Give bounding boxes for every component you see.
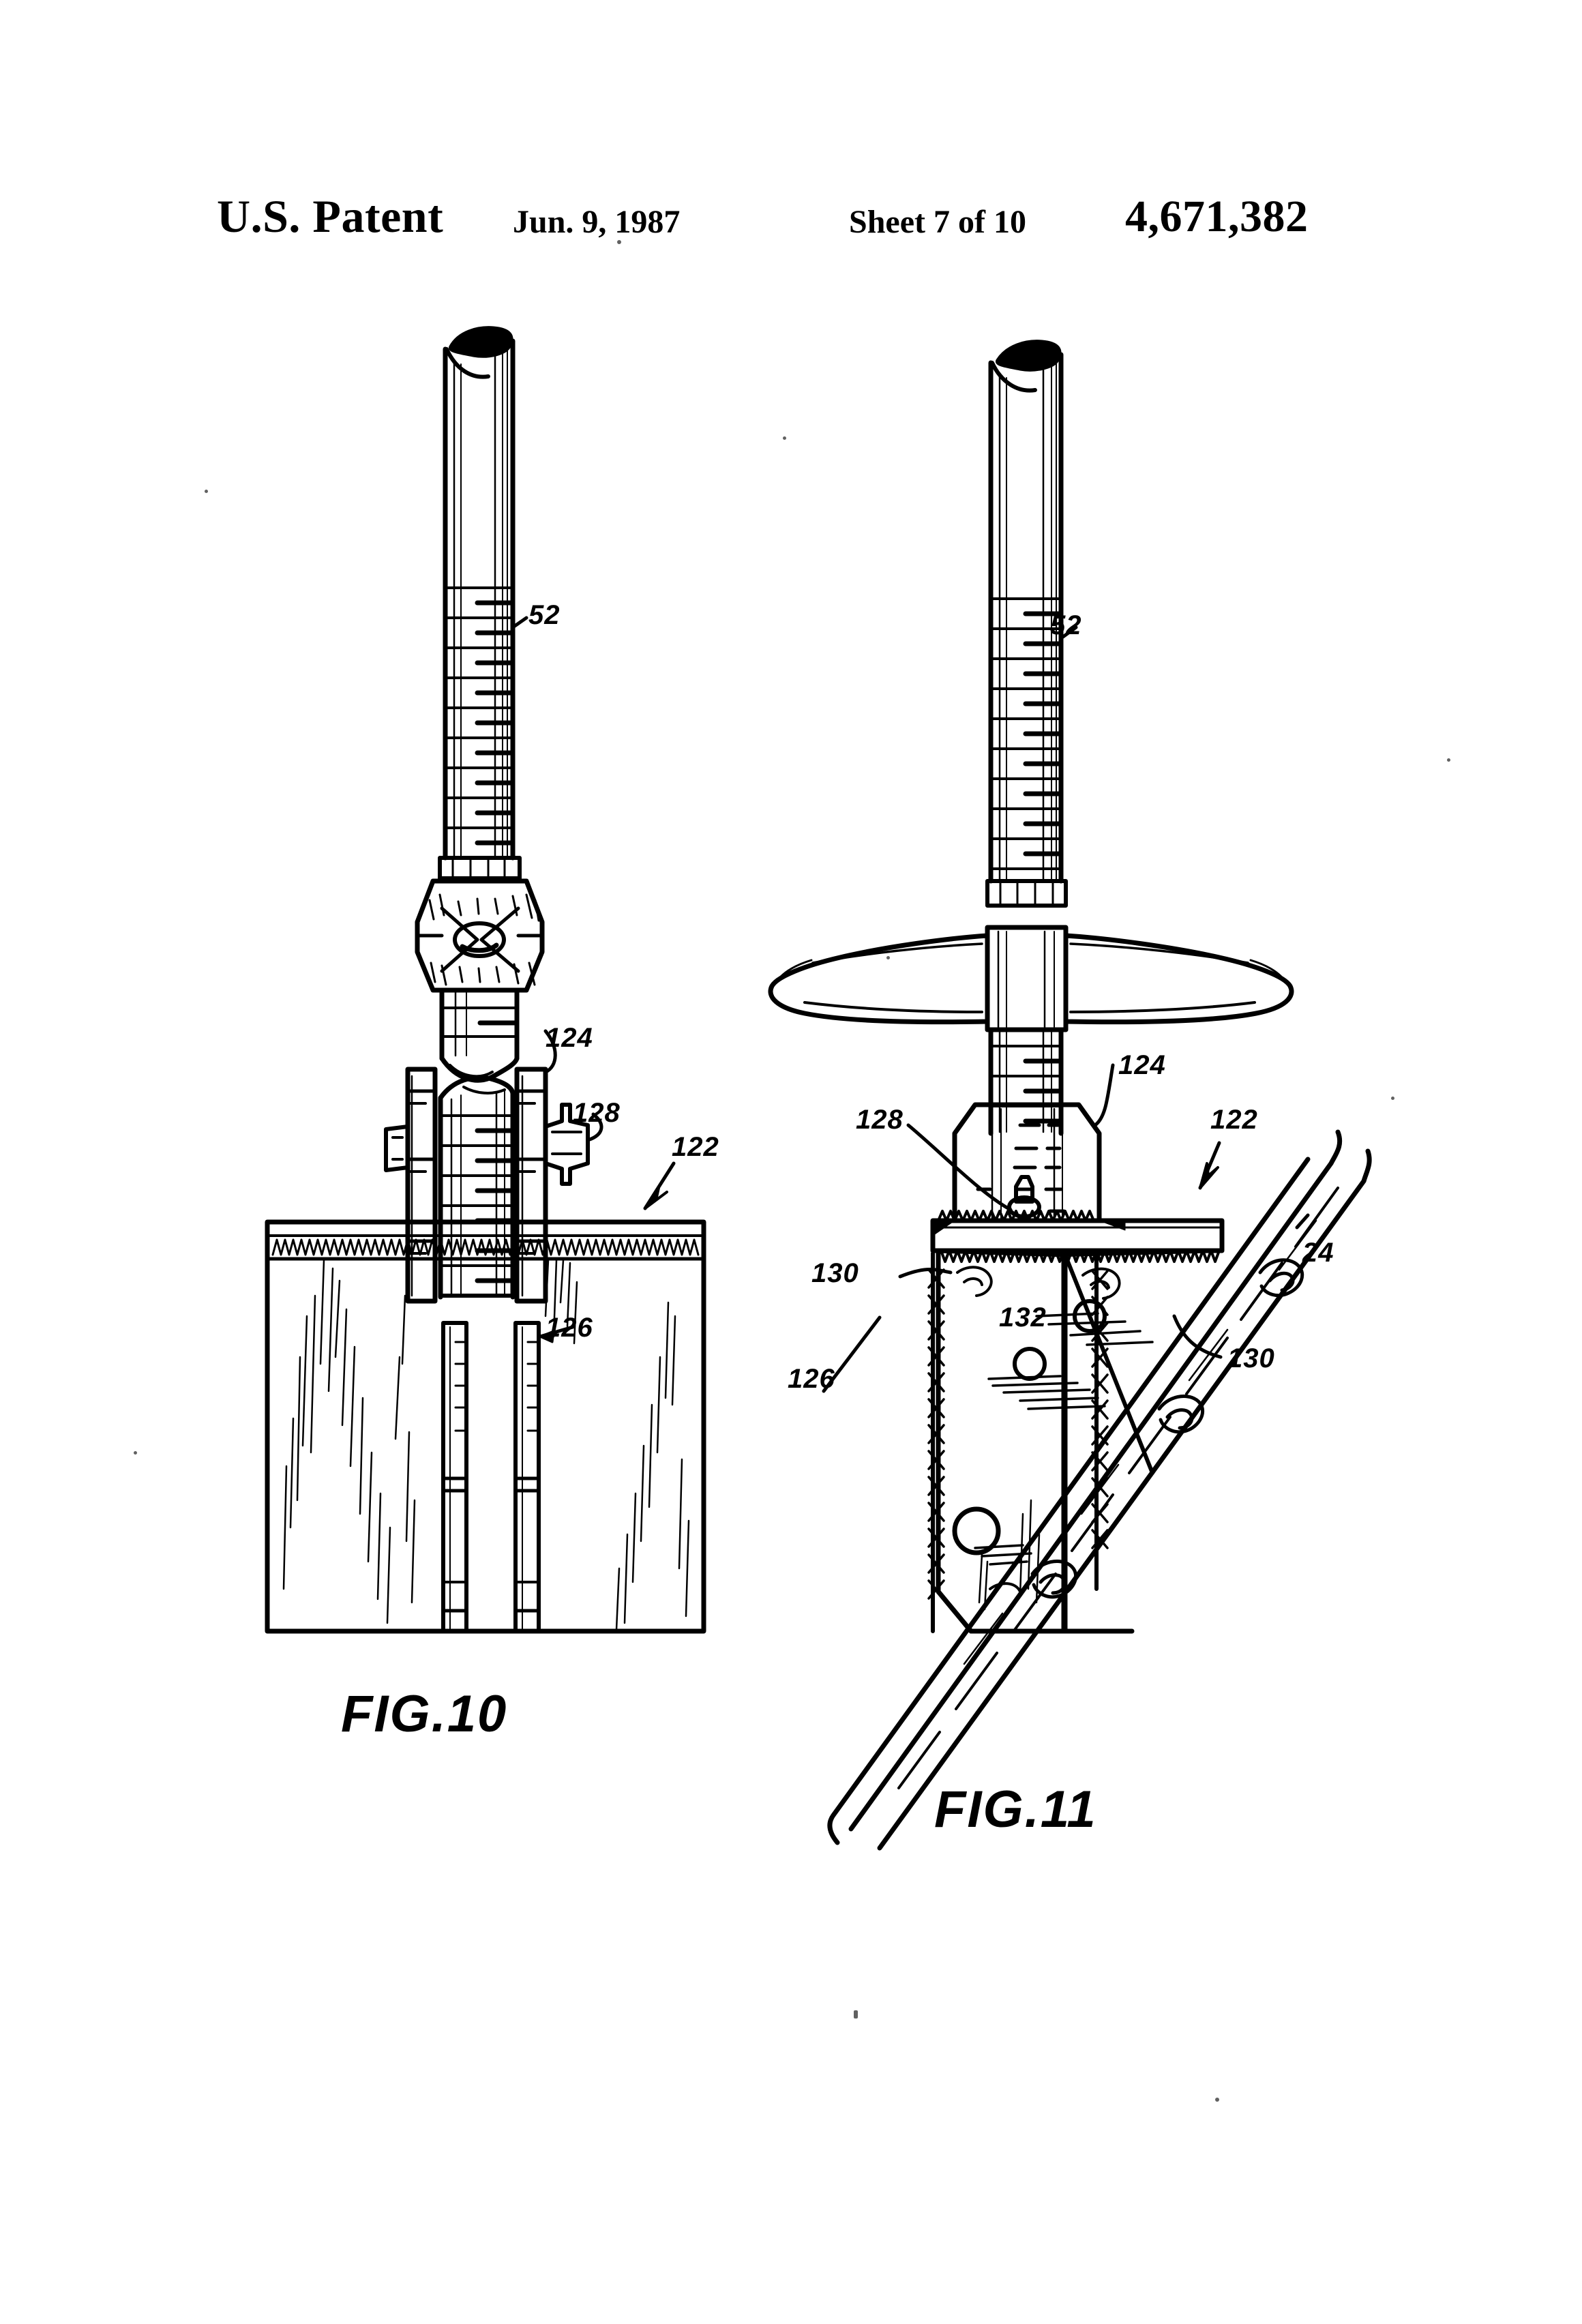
patent-header: U.S. Patent Jun. 9, 1987 Sheet 7 of 10 4… bbox=[0, 95, 1582, 242]
bearing-plate-122-fig10 bbox=[265, 1219, 706, 1634]
reference-numeral-132: 132 bbox=[999, 1302, 1047, 1332]
threaded-rod-52-fig11 bbox=[985, 340, 1068, 908]
clamp-bolt-128-fig11 bbox=[1007, 1175, 1041, 1219]
hex-nut-fig10 bbox=[415, 878, 545, 993]
reference-numeral-130: 130 bbox=[811, 1258, 859, 1288]
scan-speck bbox=[617, 240, 621, 244]
scan-speck bbox=[1215, 2098, 1219, 2102]
rod-threads-fig10 bbox=[444, 586, 516, 846]
scan-speck bbox=[205, 490, 208, 493]
reference-numeral-128: 128 bbox=[856, 1105, 904, 1135]
fig10-leaders bbox=[511, 616, 676, 1343]
sheet-number: Sheet 7 of 10 bbox=[849, 204, 1026, 240]
reference-numeral-122: 122 bbox=[672, 1132, 719, 1162]
reference-numeral-130: 130 bbox=[1227, 1343, 1275, 1373]
plate-slot-126-left bbox=[441, 1321, 468, 1633]
reference-numeral-122: 122 bbox=[1210, 1105, 1258, 1135]
plate-slot-126-right bbox=[513, 1321, 541, 1633]
threaded-rod-52-fig10 bbox=[438, 326, 522, 880]
reference-numeral-124: 124 bbox=[1118, 1050, 1166, 1080]
wood-beam-24-fig11 bbox=[827, 1129, 1372, 1851]
gusset-wood-grain bbox=[956, 1266, 1121, 1593]
rod-stub-fig10 bbox=[439, 987, 520, 1083]
scan-speck bbox=[1391, 1097, 1394, 1100]
lower-rod-segment-fig10 bbox=[438, 1075, 516, 1300]
plate-wood-grain-right bbox=[544, 1259, 690, 1631]
figure-10-caption: FIG.10 bbox=[341, 1685, 508, 1743]
reference-numeral-52: 52 bbox=[1050, 610, 1082, 640]
rod-threads-fig11-lower bbox=[988, 1027, 1064, 1136]
plate-tooth-strip bbox=[271, 1238, 700, 1256]
figure-11-caption: FIG.11 bbox=[934, 1781, 1097, 1838]
reference-numeral-126: 126 bbox=[788, 1364, 835, 1394]
reference-numeral-124: 124 bbox=[546, 1023, 593, 1053]
clamp-bolt-128-fig10 bbox=[384, 1103, 590, 1186]
scan-speck bbox=[134, 1451, 137, 1455]
scan-speck bbox=[783, 436, 786, 440]
reference-numeral-24: 24 bbox=[1302, 1238, 1334, 1268]
patent-number: 4,671,382 bbox=[1125, 192, 1309, 241]
plate-wood-grain-left bbox=[282, 1259, 416, 1624]
nail-plate-130-left bbox=[927, 1251, 945, 1633]
figure-10-group bbox=[265, 326, 706, 1634]
patent-office-title: U.S. Patent bbox=[217, 190, 444, 242]
scan-speck bbox=[886, 956, 890, 959]
scan-speck bbox=[1447, 758, 1450, 762]
reference-numeral-52: 52 bbox=[528, 600, 561, 630]
reference-numeral-126: 126 bbox=[546, 1313, 593, 1343]
wing-handle-fig11 bbox=[768, 925, 1294, 1032]
reference-numeral-128: 128 bbox=[573, 1098, 621, 1128]
rod-threads-fig11-upper bbox=[989, 597, 1064, 870]
patent-issue-date: Jun. 9, 1987 bbox=[513, 204, 681, 240]
scan-speck bbox=[854, 2010, 858, 2018]
scan-speck bbox=[1268, 215, 1272, 220]
fig11-leaders bbox=[822, 625, 1310, 1393]
figure-11-group bbox=[768, 340, 1372, 1851]
